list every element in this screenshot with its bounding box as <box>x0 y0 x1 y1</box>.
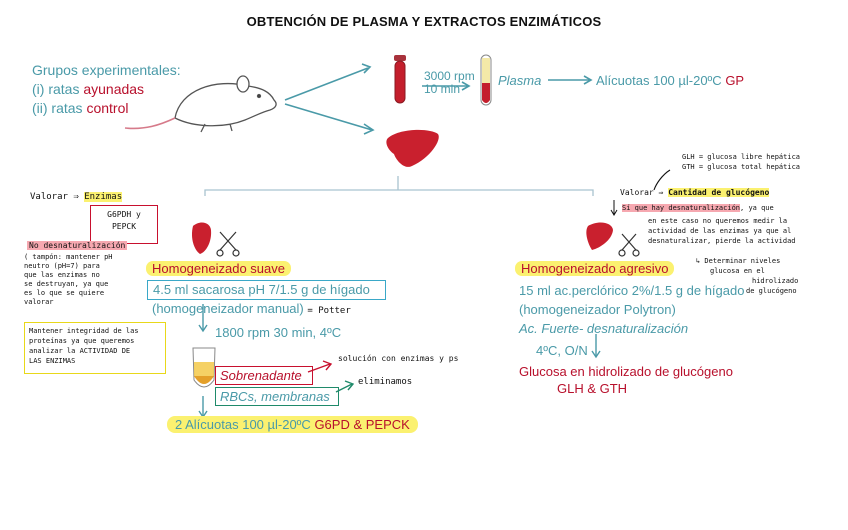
plasma-label: Plasma <box>498 73 542 88</box>
branch-bracket <box>204 176 594 196</box>
right-result: Glucosa en hidrolizado de glucógeno GLH … <box>519 364 733 396</box>
note-valorar-glucogeno: Valorar ⇒ Cantidad de glucógeno <box>620 188 770 197</box>
arrow-to-liver <box>284 103 373 131</box>
liver-icon-right <box>586 222 613 250</box>
blood-tube-icon <box>394 55 406 104</box>
left-result: 2 Alícuotas 100 µl-20ºC G6PD & PEPCK <box>167 416 418 433</box>
supernatant-box: Sobrenadante <box>215 366 313 385</box>
pellet-box: RBCs, membranas <box>215 387 339 406</box>
note-explain: en este caso no queremos medir la activi… <box>648 217 796 245</box>
note-supernatant: solución con enzimas y ps <box>338 354 459 363</box>
right-header: Homogeneizado agresivo <box>515 261 675 276</box>
enzymes-box: G6PDH y PEPCK <box>90 205 158 244</box>
groups-block: Grupos experimentales: (i) ratas ayunada… <box>32 61 181 118</box>
group-item-fasted: (i) ratas ayunadas <box>32 81 145 97</box>
rat-icon <box>124 75 277 133</box>
left-line1: 4.5 ml sacarosa pH 7/1.5 g de hígado <box>147 280 386 300</box>
liver-icon <box>386 129 439 167</box>
page-title: OBTENCIÓN DE PLASMA Y EXTRACTOS ENZIMÁTI… <box>246 14 602 29</box>
left-header: Homogeneizado suave <box>146 261 291 276</box>
note-determinar: ↳ Determinar niveles glucosa en el hidro… <box>696 257 799 295</box>
right-text-block: 15 ml ac.perclórico 2%/1.5 g de hígado (… <box>519 283 745 336</box>
right-step: 4ºC, O/N <box>536 343 588 358</box>
left-line2: (homogeneizador manual) = Potter <box>152 301 351 316</box>
scissors-icon-left <box>216 231 240 257</box>
plasma-aliquots: Alícuotas 100 µl-20ºC GP <box>596 73 745 88</box>
note-desnat: Sí que hay desnaturalización, ya que <box>622 204 774 212</box>
liver-icon-left <box>191 222 212 254</box>
scissors-icon-right <box>618 233 640 257</box>
left-step: 1800 rpm 30 min, 4ºC <box>215 325 342 340</box>
note-glh-gth: GLH = glucosa libre hepática GTH = gluco… <box>682 153 801 171</box>
plasma-tube-icon <box>480 54 492 106</box>
group-item-control: (ii) ratas control <box>32 100 129 116</box>
note-no-desnat: No desnaturalización <box>27 241 128 250</box>
groups-heading: Grupos experimentales: <box>32 62 181 78</box>
note-integrity-box: Mantener integridad de las proteínas ya … <box>24 322 166 374</box>
note-pellet: eliminamos <box>358 377 413 387</box>
centrifuge-tube-icon <box>192 347 216 388</box>
note-tampon: ( tampón: mantener pH neutro (pH=7) para… <box>24 253 113 306</box>
arrow-to-blood <box>284 67 369 101</box>
note-valorar-enzimas: Valorar ⇒ Enzimas <box>30 192 123 202</box>
centrifuge-label: 3000 rpm 10 min <box>424 69 475 96</box>
